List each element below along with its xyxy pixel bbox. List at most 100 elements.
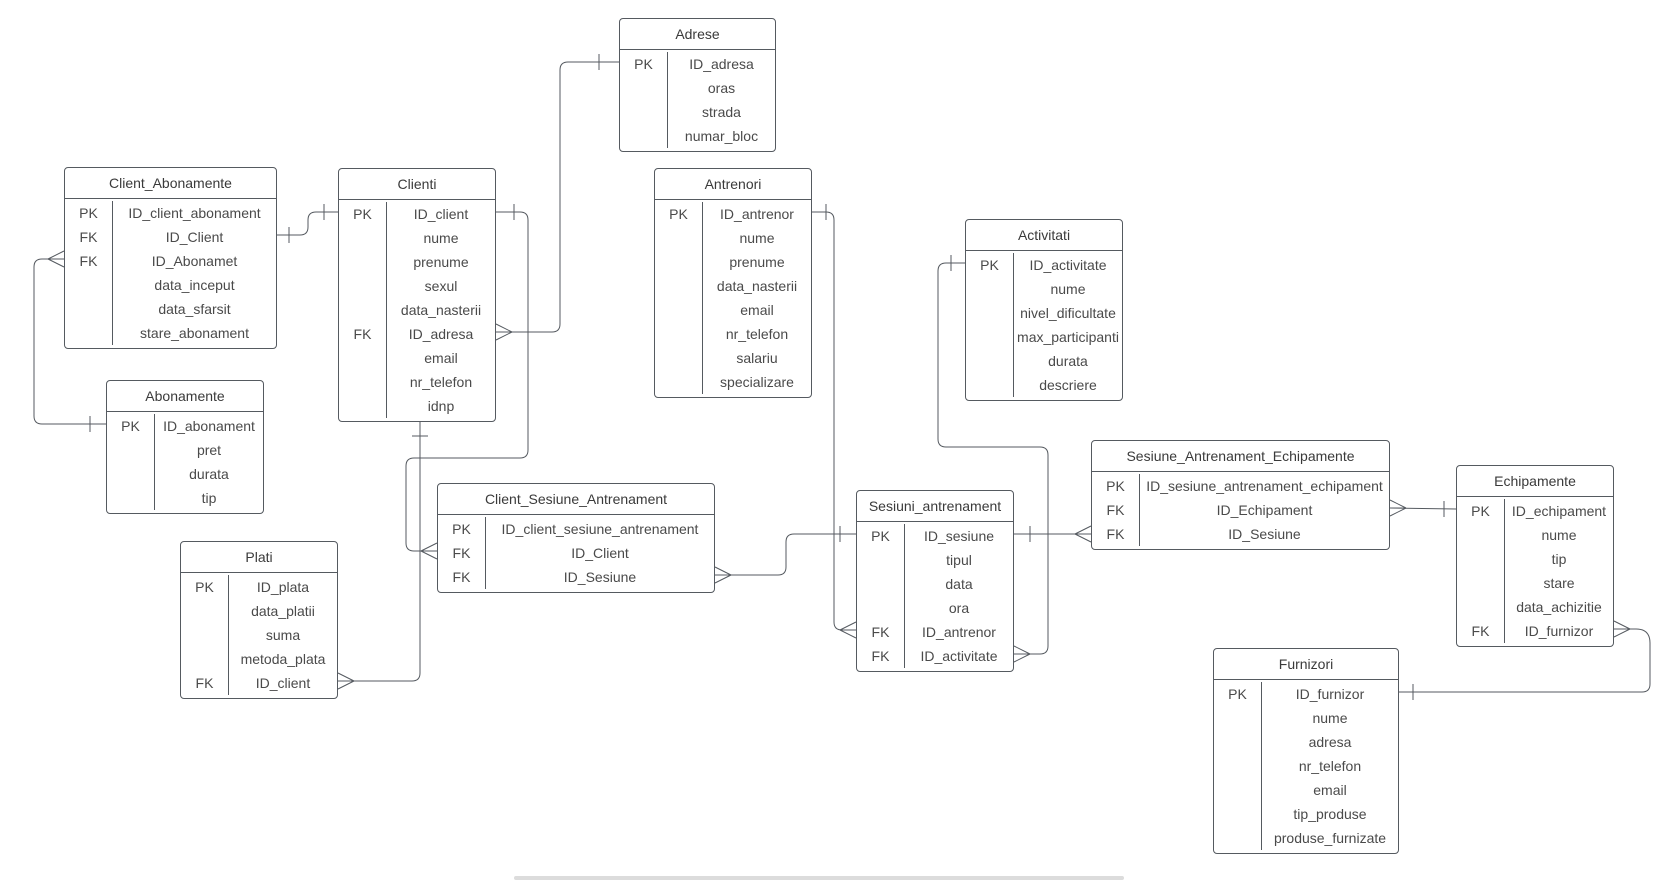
key-label bbox=[655, 274, 703, 298]
key-label bbox=[655, 226, 703, 250]
attribute-name: oras bbox=[707, 80, 736, 96]
key-label: FK bbox=[857, 620, 905, 644]
key-label bbox=[966, 301, 1014, 325]
attribute-name: data_achizitie bbox=[1516, 599, 1602, 615]
attribute-row: sexul bbox=[339, 274, 495, 298]
key-label bbox=[339, 298, 387, 322]
key-label bbox=[339, 346, 387, 370]
key-label bbox=[1214, 778, 1262, 802]
entity-title: Echipamente bbox=[1457, 466, 1613, 497]
attribute-name: nr_telefon bbox=[1298, 758, 1362, 774]
key-label bbox=[966, 325, 1014, 349]
attribute-row: nivel_dificultate bbox=[966, 301, 1122, 325]
key-label: PK bbox=[65, 201, 113, 225]
attribute-name: data_inceput bbox=[154, 277, 235, 293]
key-label: FK bbox=[438, 541, 486, 565]
crows-foot-marker bbox=[1389, 499, 1407, 517]
attribute-row: prenume bbox=[339, 250, 495, 274]
key-label bbox=[1457, 523, 1505, 547]
key-label: FK bbox=[181, 671, 229, 695]
attribute-row: salariu bbox=[655, 346, 811, 370]
attribute-name: ID_sesiune bbox=[923, 528, 995, 544]
attribute-name: adresa bbox=[1308, 734, 1352, 750]
attribute-name: ora bbox=[948, 600, 970, 616]
key-label: PK bbox=[339, 202, 387, 226]
relationship-clientabonamente-clienti bbox=[277, 211, 338, 236]
attribute-row: nr_telefon bbox=[1214, 754, 1398, 778]
attribute-name: tip bbox=[1551, 551, 1567, 567]
key-label: FK bbox=[1092, 498, 1140, 522]
attribute-name: nr_telefon bbox=[725, 326, 789, 342]
attribute-name: prenume bbox=[413, 254, 469, 270]
attribute-name: sexul bbox=[424, 278, 458, 294]
key-label bbox=[966, 277, 1014, 301]
attribute-row: adresa bbox=[1214, 730, 1398, 754]
key-label bbox=[655, 298, 703, 322]
entity-title: Client_Abonamente bbox=[65, 168, 276, 199]
key-label bbox=[181, 599, 229, 623]
crows-foot-marker bbox=[714, 566, 732, 584]
attribute-name: tipul bbox=[946, 552, 972, 568]
key-label bbox=[1214, 706, 1262, 730]
key-label: FK bbox=[65, 249, 113, 273]
attribute-name: ID_client bbox=[413, 206, 469, 222]
attribute-row: tip bbox=[1457, 547, 1613, 571]
attribute-row: nume bbox=[339, 226, 495, 250]
entity-title: Abonamente bbox=[107, 381, 263, 412]
attribute-row: stare bbox=[1457, 571, 1613, 595]
key-label: FK bbox=[1092, 522, 1140, 546]
attribute-row: nume bbox=[1457, 523, 1613, 547]
key-label bbox=[181, 623, 229, 647]
attribute-name: nume bbox=[739, 230, 775, 246]
attribute-name: ID_client bbox=[255, 675, 311, 691]
attribute-name: nume bbox=[1050, 281, 1086, 297]
attribute-name: produse_furnizate bbox=[1273, 830, 1387, 846]
attribute-row: descriere bbox=[966, 373, 1122, 397]
attribute-row: tipul bbox=[857, 548, 1013, 572]
relationship-clientsesiune-sesiuni bbox=[715, 533, 856, 576]
attribute-row: data_nasterii bbox=[655, 274, 811, 298]
relationship-echipamente-furnizori bbox=[1399, 628, 1651, 693]
attribute-row: oras bbox=[620, 76, 775, 100]
attribute-name: stare_abonament bbox=[140, 325, 249, 341]
attribute-name: ID_furnizor bbox=[1295, 686, 1365, 702]
key-label bbox=[107, 438, 155, 462]
attribute-name: data_sfarsit bbox=[158, 301, 231, 317]
attribute-name: ID_plata bbox=[256, 579, 310, 595]
attribute-name: max_participanti bbox=[1017, 329, 1119, 345]
key-label bbox=[620, 100, 668, 124]
attribute-name: ID_Client bbox=[571, 545, 629, 561]
key-label: FK bbox=[857, 644, 905, 668]
attribute-name: ID_client_abonament bbox=[128, 205, 261, 221]
relationship-sesiuni-activitati bbox=[937, 262, 1049, 655]
horizontal-scrollbar[interactable] bbox=[514, 876, 1124, 880]
crows-foot-marker bbox=[1074, 525, 1092, 543]
key-label bbox=[966, 373, 1014, 397]
attribute-name: ID_activitate bbox=[920, 648, 998, 664]
